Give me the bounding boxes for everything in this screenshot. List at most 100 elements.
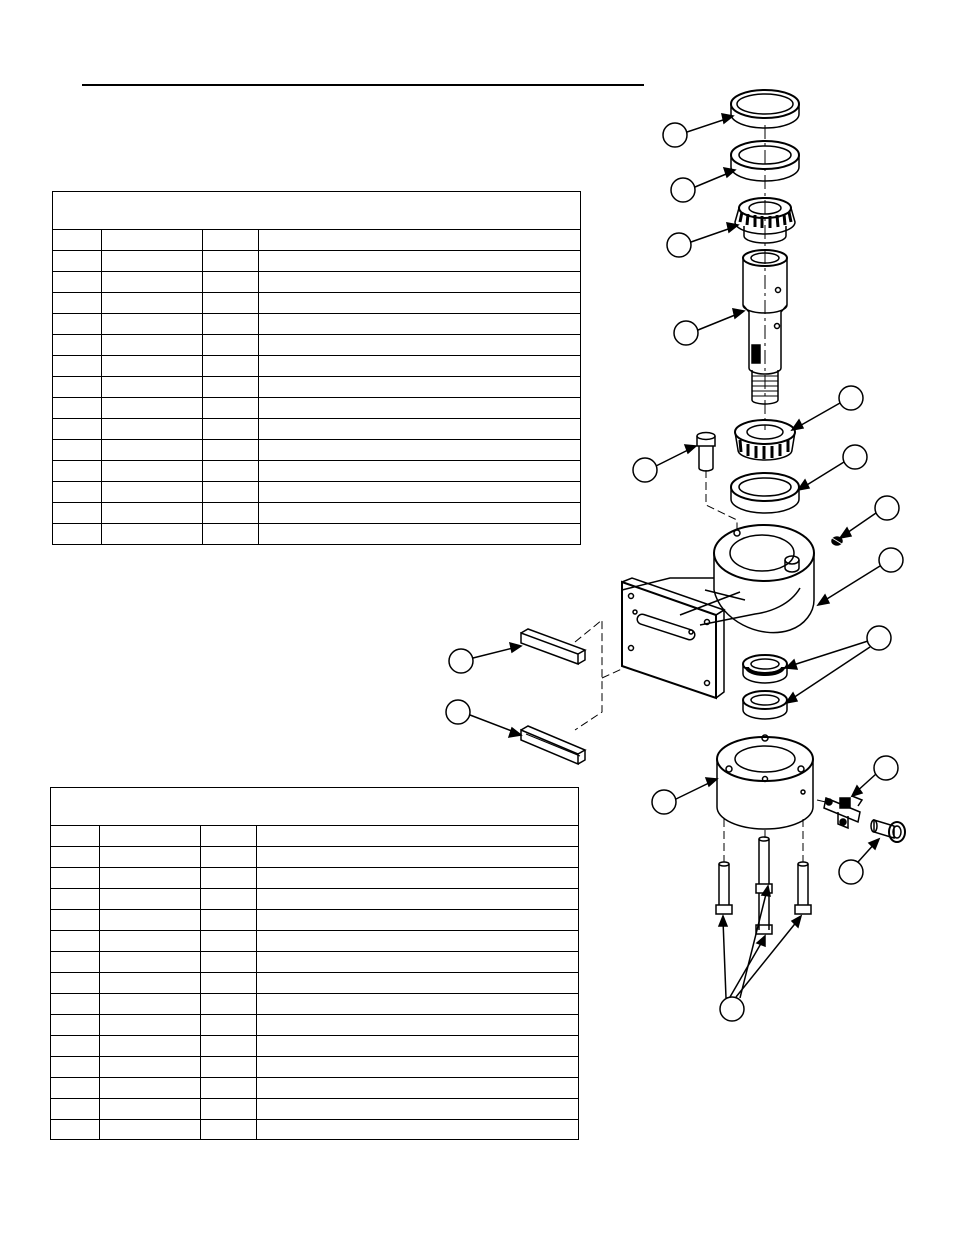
key-upper [520, 628, 587, 666]
table-cell [256, 826, 578, 847]
table-row [51, 909, 578, 931]
table-cell [258, 334, 580, 356]
table-row [51, 867, 578, 889]
table-row [53, 502, 580, 524]
table-cell [53, 313, 102, 335]
callout-bubble [673, 320, 699, 346]
table-cell [51, 909, 100, 931]
table-row [53, 523, 580, 544]
cap-screw [696, 431, 716, 472]
table-cell [256, 1035, 578, 1057]
table-cell [101, 502, 203, 524]
table-cell [53, 292, 102, 314]
table-row [51, 1077, 578, 1099]
table-cell [200, 1035, 257, 1057]
table-cell [53, 250, 102, 272]
table-cell [51, 867, 100, 889]
table-cell [99, 909, 201, 931]
callout-bubbles [445, 113, 904, 1022]
table-cell [101, 230, 203, 251]
table-cell [101, 418, 203, 440]
table-cell [99, 846, 201, 868]
table-cell [200, 888, 257, 910]
callout-bubble [838, 385, 864, 411]
table-cell [53, 460, 102, 482]
table-row [53, 250, 580, 272]
table-row [53, 418, 580, 440]
callout-bubble [651, 789, 677, 815]
table-cell [256, 867, 578, 889]
table-cell [53, 334, 102, 356]
table-cell [202, 523, 259, 544]
table-cell [51, 888, 100, 910]
table-cell [51, 846, 100, 868]
table-cell [200, 993, 257, 1015]
table-cell [51, 1119, 100, 1140]
table-cell [202, 502, 259, 524]
callout-bubble [878, 547, 904, 573]
table-cell [101, 481, 203, 503]
table-cell [53, 355, 102, 377]
table-cell [101, 313, 203, 335]
table-cell [258, 439, 580, 461]
table-cell [53, 439, 102, 461]
table-row [51, 930, 578, 952]
table-cell [53, 418, 102, 440]
table-cell [258, 355, 580, 377]
callout-bubble [873, 755, 899, 781]
table-cell [258, 292, 580, 314]
table-row [51, 993, 578, 1015]
table-cell [258, 481, 580, 503]
callout-bubble [448, 648, 474, 674]
table-cell [202, 271, 259, 293]
table-cell [51, 993, 100, 1015]
table-cell [256, 951, 578, 973]
table-caption [51, 788, 578, 826]
parts-list [53, 230, 580, 544]
table-cell [202, 230, 259, 251]
parts-table-lower [50, 787, 579, 1140]
long-bolts [715, 836, 812, 935]
table-cell [200, 1014, 257, 1036]
table-cell [99, 1077, 201, 1099]
table-cell [202, 376, 259, 398]
table-cell [53, 502, 102, 524]
table-row [51, 888, 578, 910]
spindle-shaft [742, 249, 788, 405]
table-row [51, 951, 578, 973]
valve-fitting [823, 795, 864, 830]
table-cell [51, 930, 100, 952]
table-row [53, 292, 580, 314]
table-cell [51, 1014, 100, 1036]
table-cell [202, 313, 259, 335]
table-cell [51, 1098, 100, 1120]
table-cell [258, 502, 580, 524]
grease-fitting [831, 536, 843, 546]
table-cell [101, 523, 203, 544]
table-cell [202, 355, 259, 377]
bearing-cup-lower [730, 472, 800, 514]
key-lower [520, 725, 587, 766]
table-cell [258, 460, 580, 482]
table-cell [101, 292, 203, 314]
callout-bubble [866, 625, 892, 651]
callout-bubble [874, 495, 900, 521]
table-cell [202, 250, 259, 272]
table-cell [256, 930, 578, 952]
table-row [51, 846, 578, 868]
table-cell [256, 909, 578, 931]
table-cell [256, 1056, 578, 1078]
table-cell [99, 888, 201, 910]
table-cell [53, 397, 102, 419]
table-cell [256, 1098, 578, 1120]
callout-bubble [838, 859, 864, 885]
table-cell [200, 972, 257, 994]
table-cell [53, 230, 102, 251]
table-cell [99, 1014, 201, 1036]
table-row [51, 1119, 578, 1140]
table-cell [99, 826, 201, 847]
tapered-roller-bearing-lower [734, 419, 796, 461]
table-cell [202, 481, 259, 503]
table-cell [256, 846, 578, 868]
